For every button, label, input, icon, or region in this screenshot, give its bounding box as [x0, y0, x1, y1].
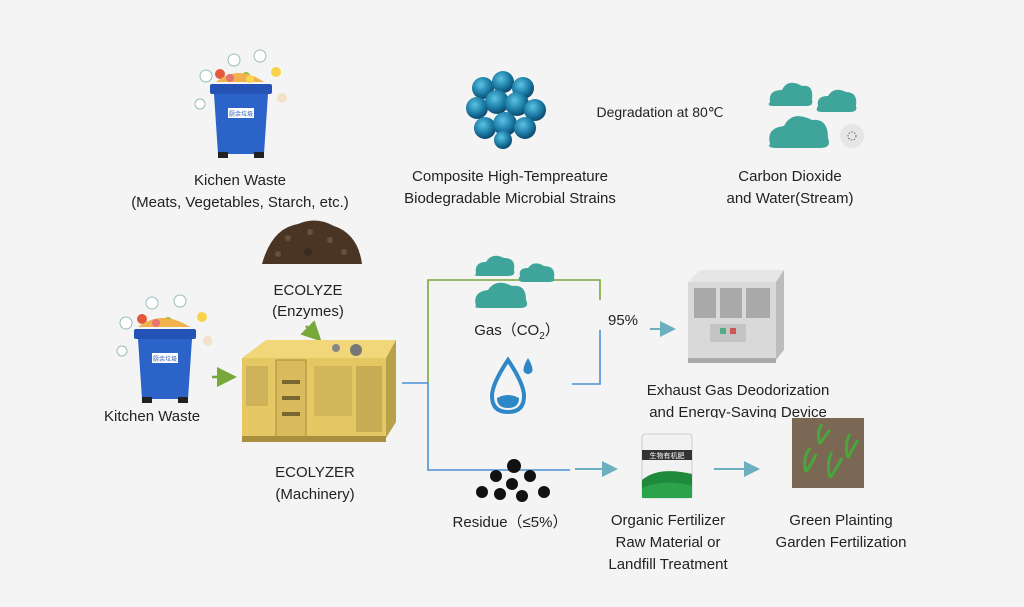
bin-tag-2: 厨余垃圾	[153, 355, 177, 363]
line-water-branch	[572, 330, 601, 385]
fertilizer-label-line3: Landfill Treatment	[608, 556, 728, 573]
gas-label: Gas（CO2）	[452, 320, 582, 347]
arrow-enzyme-to-machine	[300, 320, 322, 342]
waste-bin-icon: 厨余垃圾	[194, 49, 287, 158]
degradation-label: Degradation at 80℃	[596, 104, 724, 120]
planting-label-line1: Green Plainting	[789, 512, 893, 529]
kitchen-waste-detail: (Meats, Vegetables, Starch, etc.)	[131, 194, 349, 211]
strains-label-line1: Composite High-Tempreature	[412, 168, 608, 185]
kitchen-waste-title: Kichen Waste	[194, 172, 286, 189]
gas-label-close: ）	[544, 322, 560, 339]
line-residue-branch	[427, 383, 570, 471]
residue-particles-icon	[476, 459, 550, 502]
residue-label: Residue（≤5%）	[452, 514, 568, 531]
percent-label: 95%	[607, 312, 639, 329]
line-gas-branch	[427, 279, 601, 383]
gas-cloud-icon	[474, 255, 555, 308]
fertilizer-label-line1: Organic Fertilizer	[610, 512, 726, 529]
ecolyze-label-line1: ECOLYZE	[273, 282, 343, 299]
fertilizer-label-line2: Raw Material or	[615, 534, 721, 551]
output-label-line1: Carbon Dioxide	[738, 168, 842, 185]
ecolyzer-label-line2: (Machinery)	[275, 486, 355, 503]
kitchen-waste-bin-icon: 厨余垃圾	[116, 294, 212, 403]
output-label-line2: and Water(Stream)	[726, 190, 854, 207]
water-drop-icon	[489, 356, 533, 415]
gas-label-text: Gas（CO	[474, 322, 540, 339]
kitchen-waste-label: Kitchen Waste	[104, 408, 201, 425]
exhaust-label-line1: Exhaust Gas Deodorization	[646, 382, 830, 399]
ecolyzer-label-line1: ECOLYZER	[275, 464, 355, 481]
ecolyze-label-line2: (Enzymes)	[272, 303, 344, 320]
seedling-photo-icon	[792, 418, 864, 488]
strains-label-line2: Biodegradable Microbial Strains	[404, 190, 616, 207]
gas-label-subscript: 2	[539, 331, 545, 342]
fertilizer-bag-icon: 生物有机肥	[641, 433, 693, 499]
enzyme-pile-icon	[262, 220, 362, 264]
exhaust-label-line2: and Energy-Saving Device	[649, 404, 827, 418]
ecolyzer-machine-icon	[242, 340, 396, 442]
planting-label-line2: Garden Fertilization	[775, 534, 907, 551]
exhaust-device-icon	[688, 270, 784, 363]
bag-tag: 生物有机肥	[650, 451, 685, 460]
cloud-icon	[768, 82, 864, 148]
bin-tag: 厨余垃圾	[229, 110, 253, 118]
microbial-strain-icon	[466, 71, 546, 149]
